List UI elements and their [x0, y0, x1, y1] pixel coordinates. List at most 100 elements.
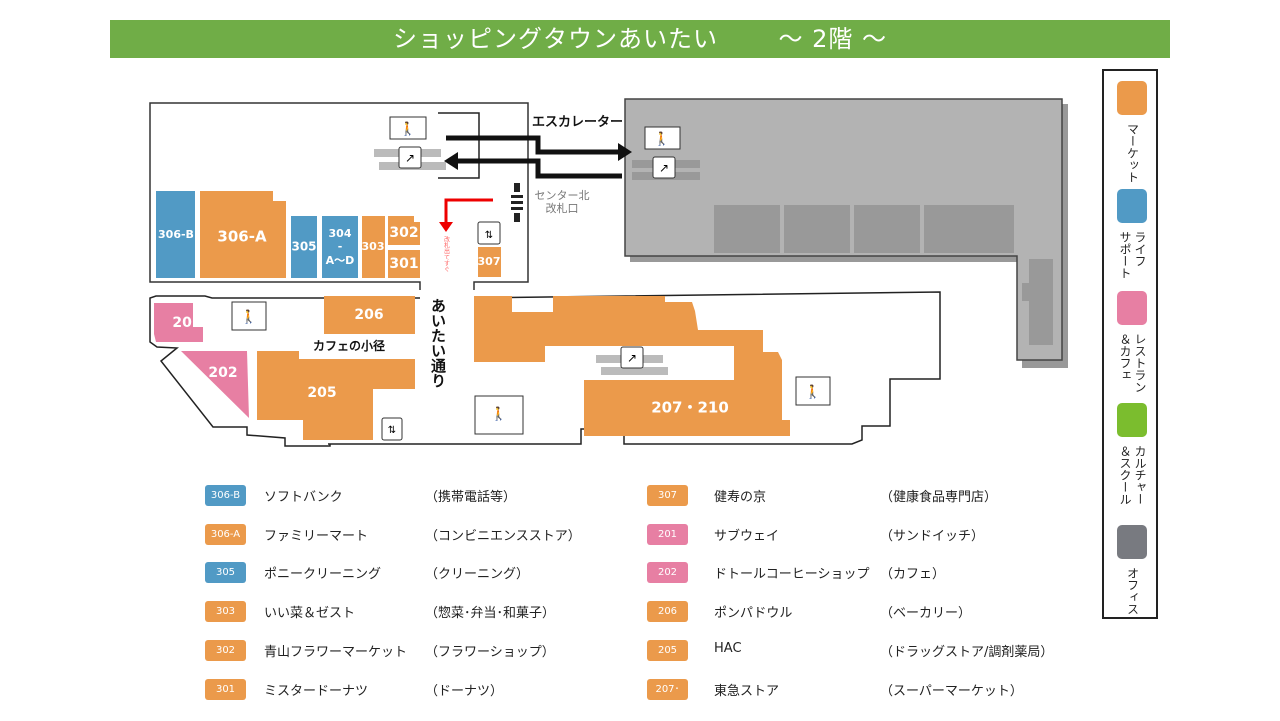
svg-text:↗: ↗	[405, 151, 415, 165]
shop-301[interactable]	[388, 250, 420, 278]
shop-205[interactable]	[257, 351, 415, 440]
shop-307[interactable]	[478, 247, 501, 277]
page-title-bar: ショッピングタウンあいたい ～ 2階 ～	[110, 20, 1170, 58]
shop-category: （ドーナツ）	[425, 684, 504, 699]
svg-text:207・210: 207・210	[651, 399, 729, 417]
legend-market: マーケット	[1117, 81, 1147, 183]
shop-303[interactable]	[362, 216, 385, 278]
shop-category: （惣菜･弁当･和菓子）	[425, 606, 556, 621]
shop-201[interactable]	[154, 303, 203, 342]
shop-206[interactable]	[324, 296, 415, 334]
svg-text:🚶: 🚶	[654, 131, 670, 147]
legend-restaurant-cafe: レストラン ＆カフェ	[1117, 291, 1147, 393]
shop-name: ポニークリーニング	[264, 567, 382, 582]
shop-category: （クリーニング）	[425, 567, 530, 582]
shop-category: （ドラッグストア/調剤薬局）	[880, 645, 1054, 660]
elevator-icon: ⇅	[381, 417, 403, 441]
shop-202[interactable]	[181, 351, 249, 418]
shop-name: 東急ストア	[714, 684, 780, 699]
shop-number-badge: 307	[647, 485, 688, 506]
shop-306b[interactable]	[156, 191, 195, 278]
svg-text:🚶: 🚶	[805, 384, 821, 400]
gate-hint: 改札出てすぐ	[443, 235, 450, 272]
shop-category: （コンビニエンスストア）	[425, 529, 581, 544]
svg-text:🚶: 🚶	[491, 406, 507, 422]
shop-number-badge: 301	[205, 679, 246, 700]
escalator-arrows	[444, 135, 632, 179]
stairs-icon: 🚶	[474, 395, 524, 435]
page-title: ショッピングタウンあいたい	[393, 25, 719, 53]
svg-text:303: 303	[362, 240, 385, 253]
shop-category: （ベーカリー）	[880, 606, 972, 621]
shop-number-badge: 302	[205, 640, 246, 661]
stairs-icon: 🚶	[231, 301, 267, 331]
escalator-icon: ↗	[398, 146, 422, 169]
elevator-icon: ⇅	[477, 221, 501, 245]
svg-text:305: 305	[291, 240, 316, 254]
svg-text:↗: ↗	[659, 161, 669, 175]
svg-text:⇅: ⇅	[388, 425, 396, 436]
svg-text:306-A: 306-A	[217, 228, 267, 246]
escalator-label: エスカレーター	[532, 115, 623, 130]
stairs-icon: 🚶	[795, 376, 831, 406]
shop-name: サブウェイ	[714, 529, 780, 544]
legend-culture-school: カルチャー ＆スクール	[1117, 403, 1147, 505]
svg-text:307: 307	[478, 255, 501, 268]
office-building	[624, 98, 1068, 368]
legend: マーケット ライフ サポート レストラン ＆カフェ カルチャー ＆スクール オフ…	[1102, 69, 1158, 619]
shop-name: ミスタードーナツ	[264, 684, 369, 699]
shop-name: ソフトバンク	[264, 490, 343, 505]
street-label: あいたい通り	[429, 298, 447, 388]
shop-category: （携帯電話等）	[425, 490, 517, 505]
shop-name: いい菜＆ゼスト	[264, 606, 356, 621]
shop-name: 青山フラワーマーケット	[264, 645, 408, 660]
gate-direction-arrow	[444, 198, 493, 222]
shop-number-badge: 303	[205, 601, 246, 622]
ticket-gate-icon	[511, 183, 523, 222]
shop-category: （フラワーショップ）	[425, 645, 555, 660]
svg-text:205: 205	[307, 385, 336, 401]
legend-life-support: ライフ サポート	[1117, 189, 1147, 279]
shop-category: （カフェ）	[880, 567, 946, 582]
svg-text:206: 206	[354, 307, 383, 323]
shop-304[interactable]	[322, 216, 358, 278]
escalator-icon: ↗	[652, 156, 676, 179]
shop-207-210[interactable]	[474, 296, 790, 436]
shop-name: ファミリーマート	[264, 529, 369, 544]
shop-302[interactable]	[388, 216, 420, 245]
south-area-outline	[149, 291, 941, 447]
shop-number-badge: 206	[647, 601, 688, 622]
gate-label: 改札口	[546, 201, 579, 215]
shop-number-badge: 201	[647, 524, 688, 545]
svg-text:🚶: 🚶	[241, 309, 257, 325]
gate-label: センター北	[535, 189, 590, 202]
svg-text:⇅: ⇅	[485, 230, 493, 241]
svg-text:304: 304	[329, 227, 352, 240]
svg-text:-: -	[338, 240, 343, 253]
shop-number-badge: 305	[205, 562, 246, 583]
cafe-path-label: カフェの小径	[313, 338, 385, 353]
shop-name: ドトールコーヒーショップ	[714, 567, 870, 582]
shop-306a[interactable]	[200, 191, 286, 278]
shop-number-badge: 205	[647, 640, 688, 661]
shop-number-badge: 202	[647, 562, 688, 583]
shop-number-badge: 306-B	[205, 485, 246, 506]
escalator-icon: ↗	[620, 346, 644, 369]
north-area-outline	[149, 102, 529, 290]
shop-number-badge: 207･210	[647, 679, 688, 716]
shop-category: （スーパーマーケット）	[880, 684, 1023, 699]
legend-office: オフィス	[1117, 525, 1147, 615]
svg-text:301: 301	[389, 256, 418, 272]
svg-text:202: 202	[208, 365, 237, 381]
svg-text:302: 302	[389, 225, 418, 241]
svg-text:↗: ↗	[627, 351, 637, 365]
shop-305[interactable]	[291, 216, 317, 278]
stairs-icon: 🚶	[389, 116, 427, 140]
svg-text:201: 201	[172, 315, 201, 331]
svg-text:306-B: 306-B	[158, 228, 194, 241]
shop-name: ポンパドウル	[714, 606, 793, 621]
floor-label: ～ 2階 ～	[778, 25, 887, 53]
shop-name: HAC	[714, 641, 742, 656]
svg-text:A～D: A～D	[326, 254, 355, 267]
